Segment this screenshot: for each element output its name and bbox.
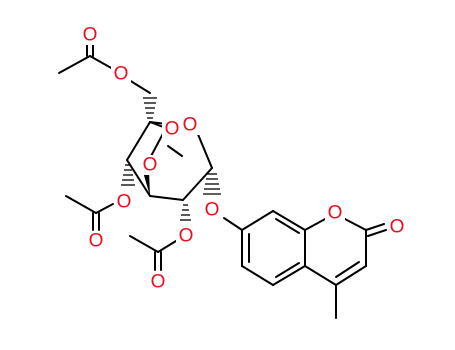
oxygen-pyranose-ring: O <box>180 115 200 136</box>
bond-c5-to-c4 <box>126 121 151 161</box>
wedge-c3 <box>143 171 150 196</box>
bond-c3-to-c4 <box>335 265 367 286</box>
atom-label-o: O <box>143 155 158 176</box>
bond-c2-carbonyl-a <box>365 223 385 231</box>
bond-c-acetyl6-to-o-ester <box>89 55 114 70</box>
bond-c5-c6 <box>241 265 274 286</box>
bond-layer <box>58 42 387 319</box>
bond-c-acetyl2-to-ch3 <box>129 235 159 253</box>
atom-label-o: O <box>183 115 198 136</box>
bond-c8-c8a-inner <box>275 218 300 234</box>
bond-o1-to-c2 <box>342 217 367 231</box>
oxygen-coumarin-ring: O <box>325 203 345 224</box>
bond-c3-to-c4-inner <box>335 261 360 278</box>
atom-label-layer: O O O O O O O O <box>80 25 407 293</box>
atom-label-o: O <box>179 226 194 247</box>
bond-back-methyl <box>167 145 183 157</box>
oxygen-glycosidic: O <box>202 200 222 221</box>
bond-c4a-c5-inner <box>275 262 300 278</box>
oxygen-acetyl6-ester: O <box>111 64 131 85</box>
atom-label-o: O <box>205 200 220 221</box>
bond-o-ester6-to-ch2 <box>128 79 151 94</box>
bond-c8a-to-o1 <box>304 217 328 231</box>
bond-c7-c8 <box>241 210 274 231</box>
atom-label-o: O <box>151 272 166 293</box>
oxygen-acetyl6-carbonyl: O <box>80 25 100 46</box>
oxygen-bridge: O <box>140 155 160 176</box>
bond-c3-to-c2 <box>149 195 184 201</box>
atom-label-o: O <box>328 203 343 224</box>
bond-ring-o-to-c1 <box>196 131 213 169</box>
atom-label-o: O <box>117 192 132 213</box>
oxygen-acetyl4-carbonyl: O <box>86 231 106 252</box>
oxygen-coumarin-carbonyl: O <box>387 217 407 238</box>
atom-label-o: O <box>390 217 405 238</box>
atom-label-o: O <box>114 64 129 85</box>
oxygen-acetyl4-ester: O <box>114 192 134 213</box>
bond-o1-to-coumarin <box>223 217 243 231</box>
oxygen-acetyl2-carbonyl: O <box>148 272 168 293</box>
atom-label-o: O <box>83 25 98 46</box>
bond-c4-to-c4a <box>304 265 337 286</box>
atom-label-o: O <box>89 231 104 252</box>
bond-c4-to-c3 <box>126 159 151 197</box>
bond-c8-c8a <box>272 210 306 231</box>
oxygen-acetyl2-ester: O <box>176 226 196 247</box>
atom-label-o: O <box>165 119 180 140</box>
bond-o4-to-c-acetyl4 <box>95 203 114 214</box>
bond-c2-to-c1 <box>182 167 213 201</box>
bond-c2-carbonyl-b <box>367 229 387 237</box>
oxygen-ring-back: O <box>162 119 182 140</box>
bond-c4a-c5 <box>272 265 306 286</box>
bond-o2-to-c-acetyl2 <box>157 240 177 253</box>
bond-c-acetyl4-to-ch3 <box>65 195 97 214</box>
bond-ch3-c-acetyl6 <box>58 55 91 74</box>
